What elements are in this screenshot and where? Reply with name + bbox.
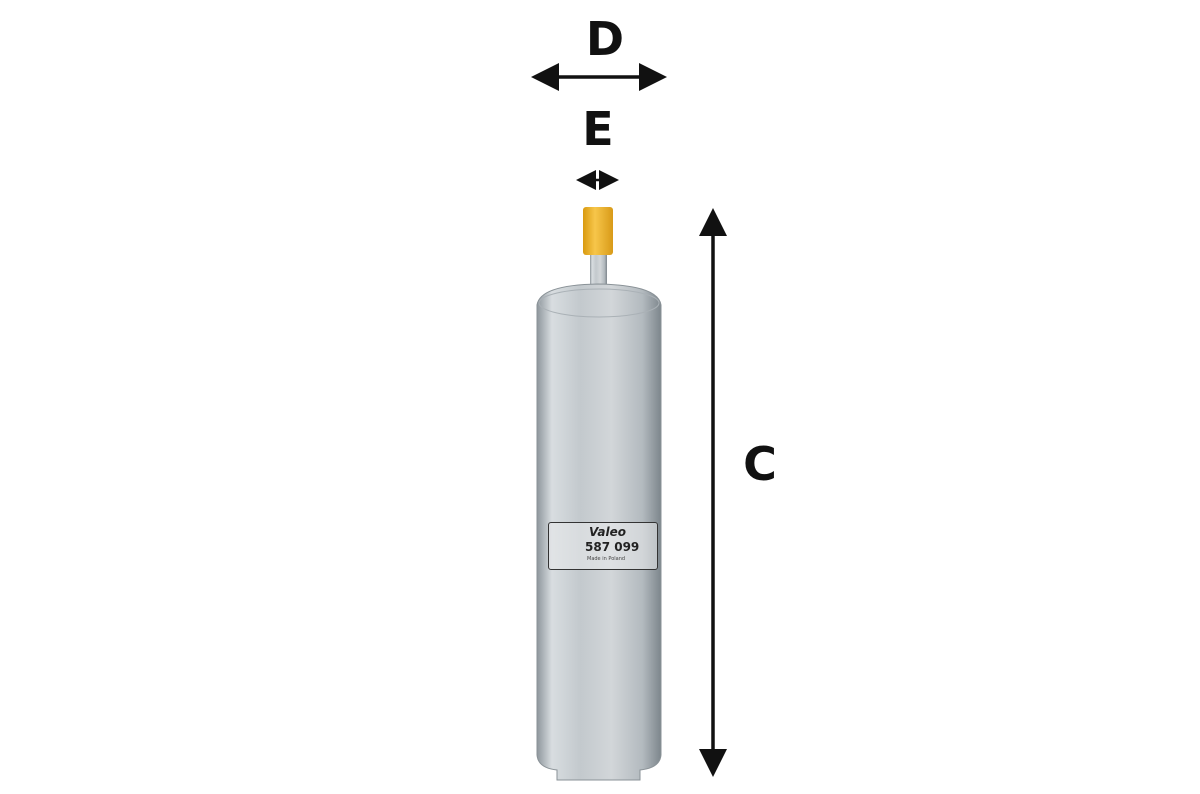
origin-text: Made in Poland xyxy=(587,556,626,562)
dimension-d-label: D xyxy=(585,12,625,66)
brand-text: Valeo xyxy=(589,525,626,539)
dimension-c-label: C xyxy=(743,437,777,491)
filter-body xyxy=(536,207,662,781)
part-number: 587 099 xyxy=(585,540,640,554)
dimension-e-label: E xyxy=(582,102,614,156)
yellow-cap xyxy=(583,207,613,255)
product-label: Valeo 587 099 Made in Poland xyxy=(548,522,658,570)
